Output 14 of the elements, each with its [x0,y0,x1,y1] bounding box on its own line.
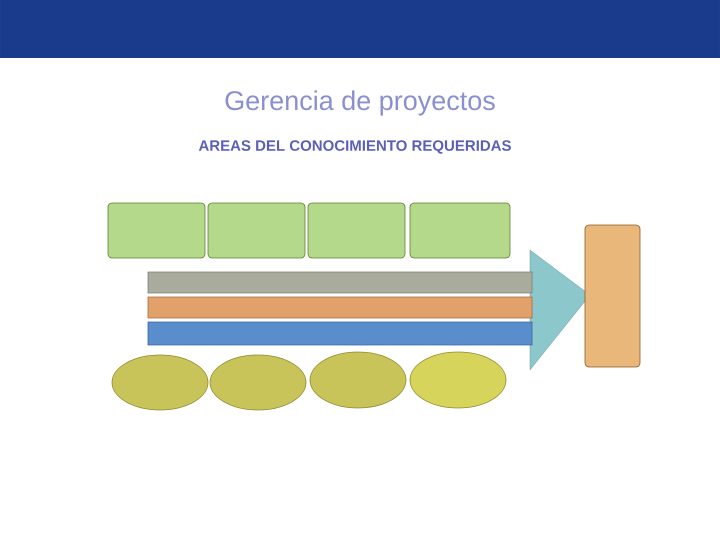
process-box [208,202,306,258]
subtitle: AREAS DEL CONOCIMIENTO REQUERIDAS [198,140,511,154]
process-box [410,202,510,258]
ellipse-shape [210,354,306,410]
process-box [108,202,206,258]
band [148,322,532,346]
band [148,296,532,318]
ellipse-shape [410,352,506,408]
process-box [584,224,640,368]
title: Gerencia de proyectos [226,90,495,116]
process-box [308,202,406,258]
ellipse-shape [112,354,208,410]
band [148,272,532,294]
ellipse-shape [310,352,406,408]
